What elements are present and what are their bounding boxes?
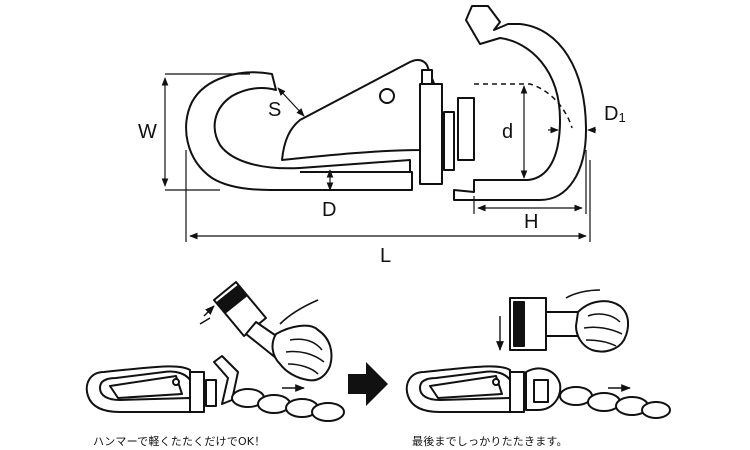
- caption-step2: 最後までしっかりたたきます。: [412, 435, 568, 448]
- hidden-line: [474, 83, 573, 129]
- label-d-inner: d: [502, 121, 513, 143]
- small-hook-1: [85, 355, 239, 413]
- snap-hook-drawing: [185, 5, 587, 201]
- chain-2: [559, 384, 671, 419]
- hammer-icon: [496, 297, 583, 351]
- hook-lower-bar: [270, 171, 413, 191]
- small-hook-2: [405, 365, 562, 413]
- swivel-neck: [443, 111, 455, 171]
- label-l: L: [380, 245, 391, 267]
- swivel-collar: [457, 97, 475, 161]
- label-h: H: [524, 211, 538, 233]
- eye-loop: [453, 5, 587, 201]
- gate-pivot: [379, 88, 395, 104]
- hand-icon: [271, 299, 333, 382]
- chain-1: [231, 384, 345, 422]
- label-d1: D1: [604, 103, 626, 125]
- caption-step1: ハンマーで軽くたたくだけでOK！: [93, 435, 266, 448]
- step2-illustration: [405, 289, 671, 419]
- label-w: W: [138, 121, 157, 143]
- label-s: S: [268, 99, 281, 121]
- step1-illustration: [85, 281, 345, 422]
- step-arrow: [348, 362, 388, 406]
- s-dimension-line: [277, 87, 305, 117]
- label-d: D: [322, 199, 336, 221]
- dimension-lines: [161, 73, 596, 242]
- swivel-cap: [421, 69, 433, 85]
- swivel-block: [419, 83, 443, 185]
- gate-latch: [281, 59, 443, 161]
- hand-icon: [565, 289, 630, 353]
